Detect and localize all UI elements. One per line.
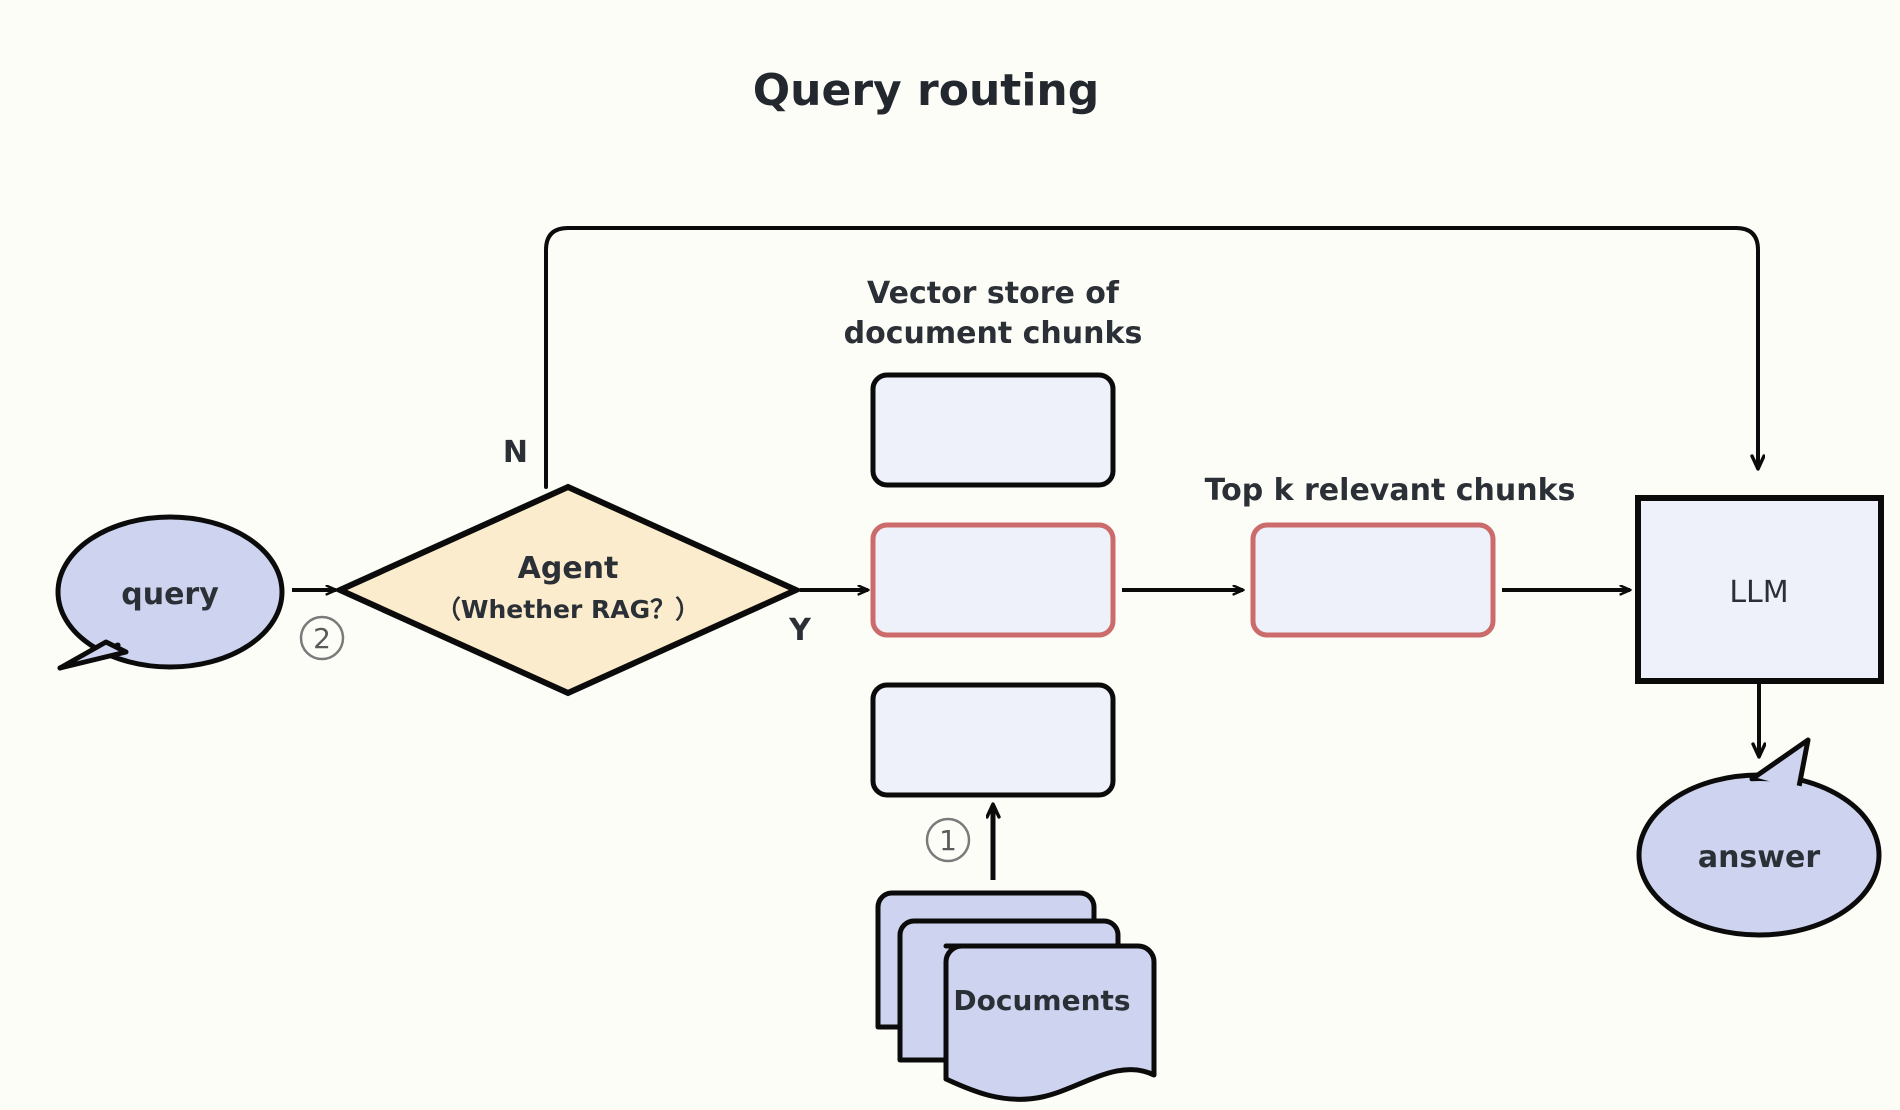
llm-node[interactable]: LLM	[1635, 495, 1884, 684]
topk-box[interactable]	[1250, 522, 1496, 638]
step-two-label: 2	[313, 622, 331, 655]
answer-bubble-cover	[1645, 781, 1873, 929]
vector-store-chunk-middle[interactable]	[870, 522, 1116, 638]
step-one-ring	[925, 817, 971, 863]
agent-decision-line2: （Whether RAG？）	[436, 595, 700, 624]
vector-store-title-line1: Vector store of	[867, 276, 1120, 311]
query-bubble-body	[55, 514, 285, 670]
query-bubble-tail-fill	[57, 639, 129, 671]
documents-label: Documents	[953, 984, 1130, 1017]
edge-label-no: N	[503, 435, 528, 470]
page-title: Query routing	[753, 65, 1099, 116]
edge-label-yes: Y	[788, 613, 812, 648]
step-two-ring	[299, 615, 345, 661]
query-bubble[interactable]: query	[55, 514, 285, 671]
llm-box	[1635, 495, 1884, 684]
vector-store-chunk-top[interactable]	[870, 372, 1116, 488]
answer-bubble-label: answer	[1698, 840, 1821, 875]
document-sheet-front	[943, 943, 1157, 1102]
step-one-label: 1	[939, 824, 957, 857]
query-bubble-label: query	[121, 577, 219, 612]
vector-store-title-line2: document chunks	[844, 316, 1143, 351]
topk-title: Top k relevant chunks	[1205, 473, 1576, 508]
vector-store-chunk-bottom[interactable]	[870, 682, 1116, 798]
agent-decision-line1: Agent	[518, 551, 619, 586]
agent-decision-node[interactable]: Agent （Whether RAG？）	[332, 483, 804, 697]
documents-stack[interactable]: Documents	[875, 890, 1157, 1102]
agent-decision-shape	[332, 483, 804, 697]
edge-no-branch-to-llm	[544, 226, 1758, 489]
answer-bubble[interactable]: answer	[1636, 737, 1882, 938]
llm-label: LLM	[1729, 575, 1788, 610]
